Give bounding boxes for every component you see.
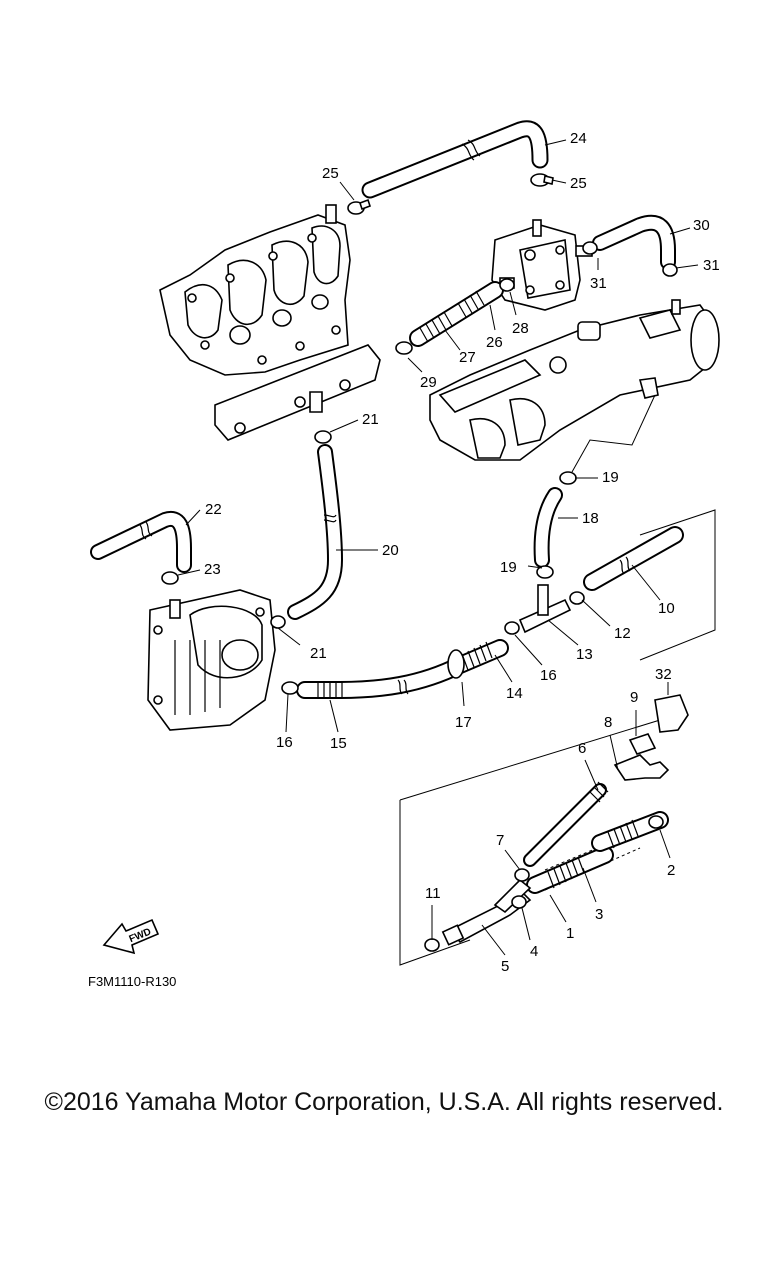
leader-lines [177, 139, 699, 956]
callout-15: 15 [330, 735, 347, 752]
callout-2: 2 [667, 862, 675, 879]
callout-28: 28 [512, 320, 529, 337]
callout-19a: 19 [602, 469, 619, 486]
callout-9: 9 [630, 689, 638, 706]
clamp-25-left [347, 198, 372, 215]
clamp-19-top [559, 471, 577, 485]
lower-assembly [441, 694, 689, 946]
callout-6: 6 [578, 740, 586, 757]
callout-23: 23 [204, 561, 221, 578]
callout-8: 8 [604, 714, 612, 731]
hose-20 [287, 444, 344, 620]
figure-code: F3M1110-R130 [88, 974, 176, 989]
hose-18 [533, 487, 563, 568]
callout-1: 1 [566, 925, 574, 942]
clamp-12 [569, 591, 585, 605]
clamp-28 [499, 278, 515, 292]
pump-housing [147, 589, 276, 731]
hose-24 [361, 120, 549, 199]
clamp-25-right [530, 173, 554, 187]
callout-24: 24 [570, 130, 587, 147]
callout-10: 10 [658, 600, 675, 617]
callout-21b: 21 [310, 645, 327, 662]
callout-4: 4 [530, 943, 538, 960]
callout-labels: 24 25 25 30 31 31 28 26 27 29 21 19 18 2… [204, 130, 720, 975]
callout-27: 27 [459, 349, 476, 366]
clamp-29 [395, 341, 413, 355]
callout-31b: 31 [703, 257, 720, 274]
clamp-16-left [281, 681, 299, 695]
fwd-arrow: FWD [102, 918, 160, 955]
callout-11: 11 [425, 885, 441, 902]
callout-29: 29 [420, 374, 437, 391]
clamp-4 [511, 895, 527, 909]
clamp-16-right [504, 621, 520, 635]
hose-clamps [161, 173, 678, 952]
clamp-31-right [662, 263, 678, 277]
callout-21a: 21 [362, 411, 379, 428]
hose-27 [409, 281, 504, 347]
callout-3: 3 [595, 906, 603, 923]
callout-18: 18 [582, 510, 599, 527]
hose-15 [296, 639, 509, 699]
clamp-21-bottom [270, 615, 286, 629]
clamp-21-top [314, 430, 332, 444]
callout-17: 17 [455, 714, 472, 731]
callout-5: 5 [501, 958, 509, 975]
intake-manifold [429, 299, 720, 461]
callout-32: 32 [655, 666, 672, 683]
callout-26: 26 [486, 334, 503, 351]
callout-22: 22 [205, 501, 222, 518]
callout-25b: 25 [570, 175, 587, 192]
hose-10 [583, 526, 684, 591]
callout-14: 14 [506, 685, 523, 702]
clamp-7 [514, 868, 530, 882]
clamp-19-bottom [536, 565, 554, 579]
clamp-2 [648, 815, 664, 829]
callout-20: 20 [382, 542, 399, 559]
callout-12: 12 [614, 625, 631, 642]
clamp-23 [161, 571, 179, 585]
clamp-31-left [582, 241, 598, 255]
clamp-11 [424, 938, 440, 952]
callout-31a: 31 [590, 275, 607, 292]
callout-16a: 16 [276, 734, 293, 751]
callout-30: 30 [693, 217, 710, 234]
callout-13: 13 [576, 646, 593, 663]
callout-25a: 25 [322, 165, 339, 182]
cooling-block [491, 219, 593, 311]
hose-22 [90, 511, 192, 573]
copyright-notice: ©2016 Yamaha Motor Corporation, U.S.A. A… [44, 1088, 724, 1116]
callout-19b: 19 [500, 559, 517, 576]
callout-16b: 16 [540, 667, 557, 684]
tee-fitting-13 [518, 584, 572, 634]
exhaust-manifold [159, 204, 381, 441]
hose-30 [592, 214, 676, 270]
callout-7: 7 [496, 832, 504, 849]
